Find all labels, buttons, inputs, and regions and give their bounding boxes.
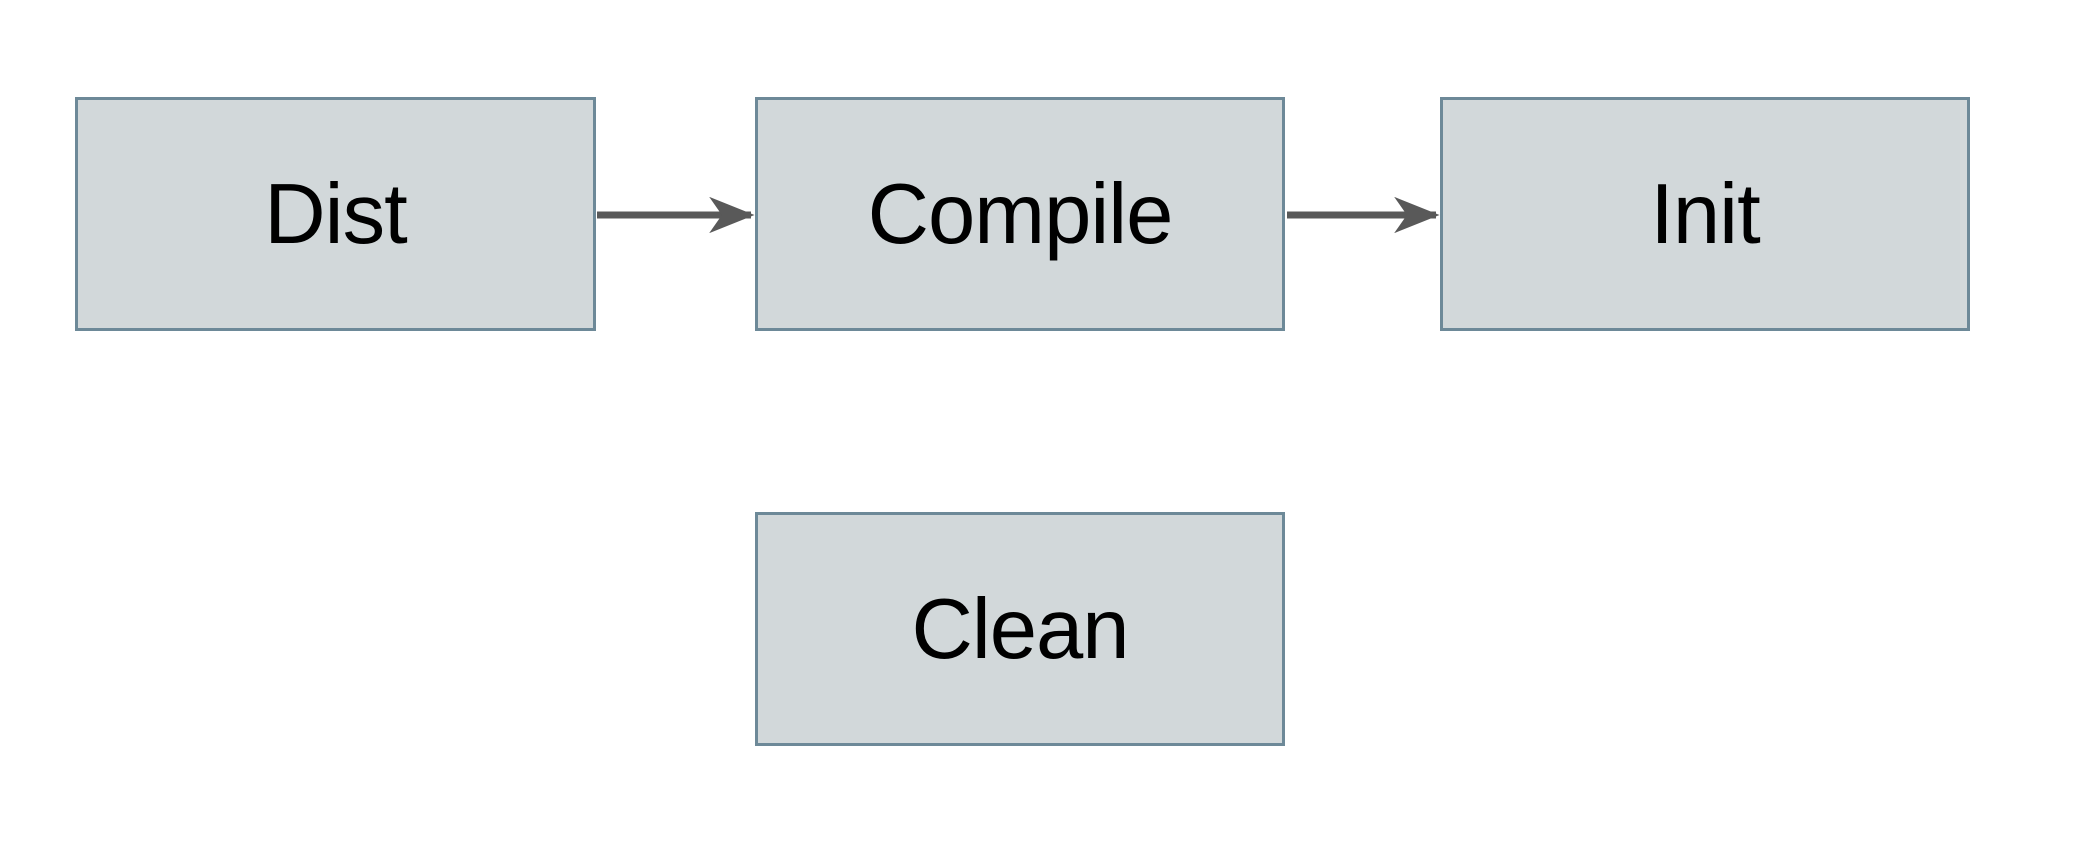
node-dist: Dist [75, 97, 596, 331]
node-clean-label: Clean [911, 581, 1129, 677]
node-compile: Compile [755, 97, 1285, 331]
node-compile-label: Compile [867, 166, 1174, 262]
node-dist-label: Dist [264, 166, 407, 262]
node-init: Init [1440, 97, 1970, 331]
node-clean: Clean [755, 512, 1285, 746]
node-init-label: Init [1650, 166, 1760, 262]
